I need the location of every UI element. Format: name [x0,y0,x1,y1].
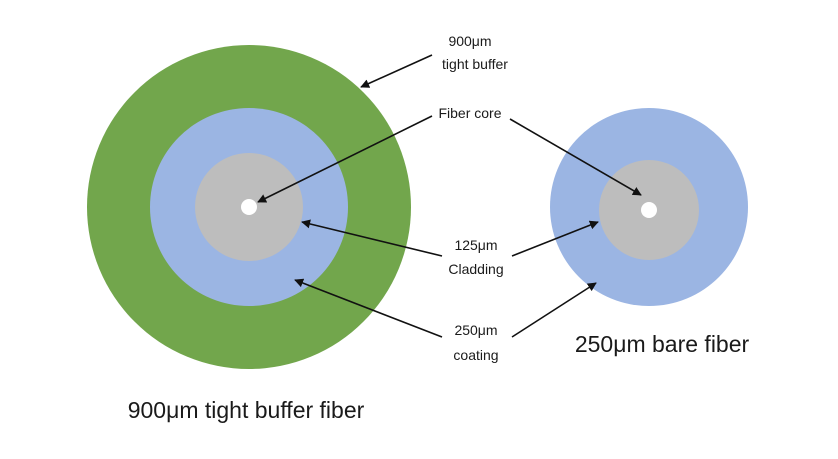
label-coating-name: coating [453,347,498,363]
arrow-core-left [257,115,433,203]
fiber-core-left [241,199,257,215]
label-buffer-size: 900μm [448,33,491,49]
label-coating-size: 250μm [454,322,497,338]
arrow-buffer [360,54,433,88]
caption-tight-buffer-fiber: 900μm tight buffer fiber [128,397,365,423]
label-buffer-name: tight buffer [442,56,508,72]
arrow-coating-left [294,278,443,338]
tight-buffer-fiber [87,45,411,369]
fiber-core-right [641,202,657,218]
label-cladding-name: Cladding [448,261,503,277]
label-cladding-size: 125μm [454,237,497,253]
arrow-cladding-left [301,219,443,257]
label-fiber-core: Fiber core [438,105,501,121]
bare-fiber [550,108,748,306]
arrow-coating-right [511,282,597,338]
arrow-core-right [509,118,642,196]
caption-bare-fiber: 250μm bare fiber [575,331,750,357]
arrow-cladding-right [511,220,599,257]
